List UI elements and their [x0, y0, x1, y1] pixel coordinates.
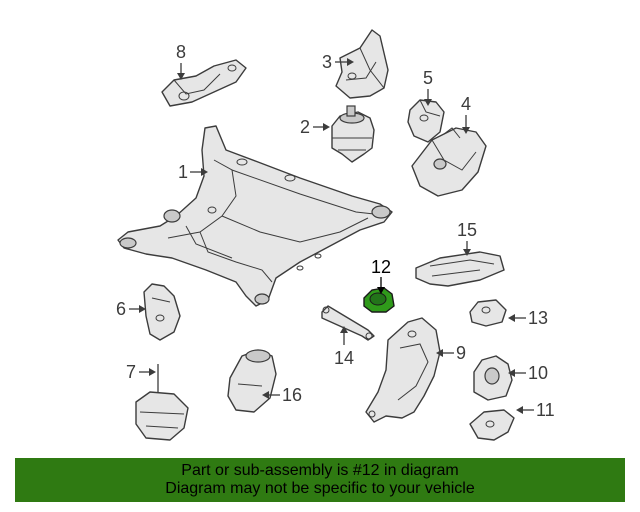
part-12-bushing[interactable]	[363, 287, 395, 313]
part-7-mount[interactable]	[135, 364, 189, 441]
callout-label-12: 12	[371, 257, 391, 277]
callout-4: 4	[461, 94, 471, 134]
callout-label-11: 11	[536, 400, 555, 420]
part-11-bracket[interactable]	[469, 409, 515, 441]
callout-label-14: 14	[334, 348, 354, 368]
callout-label-13: 13	[528, 308, 548, 328]
parts-diagram: 1 2 3	[116, 29, 555, 441]
callout-12: 12	[371, 257, 391, 294]
callout-label-4: 4	[461, 94, 471, 114]
callout-16: 16	[262, 385, 302, 405]
callout-6: 6	[116, 299, 146, 319]
callout-label-15: 15	[457, 220, 477, 240]
callout-1: 1	[178, 162, 208, 182]
callout-10: 10	[508, 363, 548, 383]
part-5-bracket[interactable]	[407, 99, 445, 143]
part-8-upper-mount[interactable]	[161, 59, 247, 107]
part-13-bracket[interactable]	[469, 299, 507, 327]
callout-2: 2	[300, 117, 330, 137]
callout-label-16: 16	[282, 385, 302, 405]
part-14-strut-rod[interactable]	[321, 305, 375, 341]
callout-7: 7	[126, 362, 156, 382]
part-3-mount-bracket[interactable]	[335, 29, 389, 99]
callout-label-8: 8	[176, 42, 186, 62]
part-6-bracket[interactable]	[143, 283, 181, 341]
callout-13: 13	[508, 308, 548, 328]
part-9-bracket[interactable]	[365, 317, 441, 423]
callout-9: 9	[436, 343, 466, 363]
callout-label-5: 5	[423, 68, 433, 88]
banner-line-1: Part or sub-assembly is #12 in diagram	[181, 462, 459, 479]
callout-15: 15	[457, 220, 477, 256]
callout-label-10: 10	[528, 363, 548, 383]
callout-label-2: 2	[300, 117, 310, 137]
part-10-mount[interactable]	[473, 355, 513, 401]
callout-11: 11	[516, 400, 555, 420]
info-banner: Part or sub-assembly is #12 in diagram D…	[15, 458, 625, 502]
callout-5: 5	[423, 68, 433, 106]
part-1-engine-cradle[interactable]	[117, 125, 393, 307]
part-4-transmission-mount[interactable]	[411, 127, 487, 197]
callout-label-7: 7	[126, 362, 136, 382]
callout-label-6: 6	[116, 299, 126, 319]
callout-label-3: 3	[322, 52, 332, 72]
part-2-engine-mount[interactable]	[331, 105, 375, 163]
part-16-mount[interactable]	[227, 349, 277, 413]
callout-3: 3	[322, 52, 354, 72]
callout-label-9: 9	[456, 343, 466, 363]
banner-line-2: Diagram may not be specific to your vehi…	[165, 480, 475, 497]
callout-8: 8	[176, 42, 186, 80]
callout-14: 14	[334, 326, 354, 368]
callout-label-1: 1	[178, 162, 188, 182]
part-15-plate[interactable]	[415, 251, 505, 287]
